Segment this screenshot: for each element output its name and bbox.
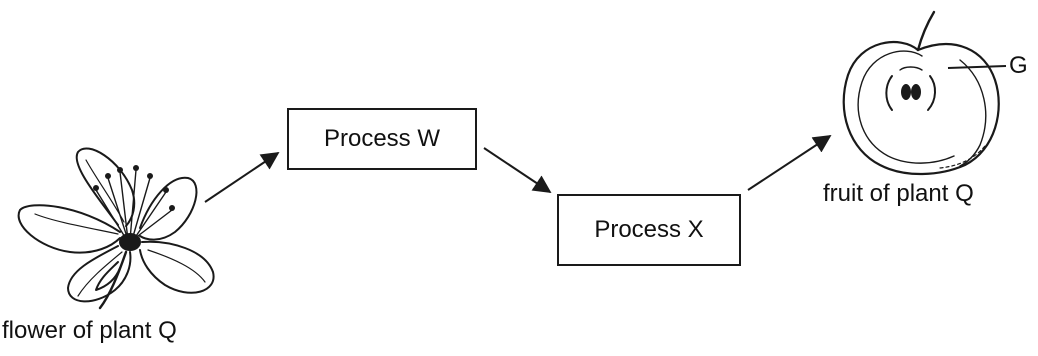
part-g-label: G <box>1009 52 1028 79</box>
g-pointer-line <box>947 65 1007 69</box>
arrow-w-to-x <box>483 147 552 193</box>
process-x-label: Process X <box>594 216 704 243</box>
process-w-box: Process W <box>287 108 477 170</box>
fruit-label: fruit of plant Q <box>823 180 974 207</box>
arrow-flower-to-w <box>204 151 280 203</box>
flower-illustration <box>17 147 215 310</box>
flower-label: flower of plant Q <box>2 317 177 344</box>
fruit-illustration <box>842 10 1000 176</box>
arrow-x-to-fruit <box>747 135 832 191</box>
process-x-box: Process X <box>557 194 741 266</box>
process-w-label: Process W <box>323 125 440 152</box>
